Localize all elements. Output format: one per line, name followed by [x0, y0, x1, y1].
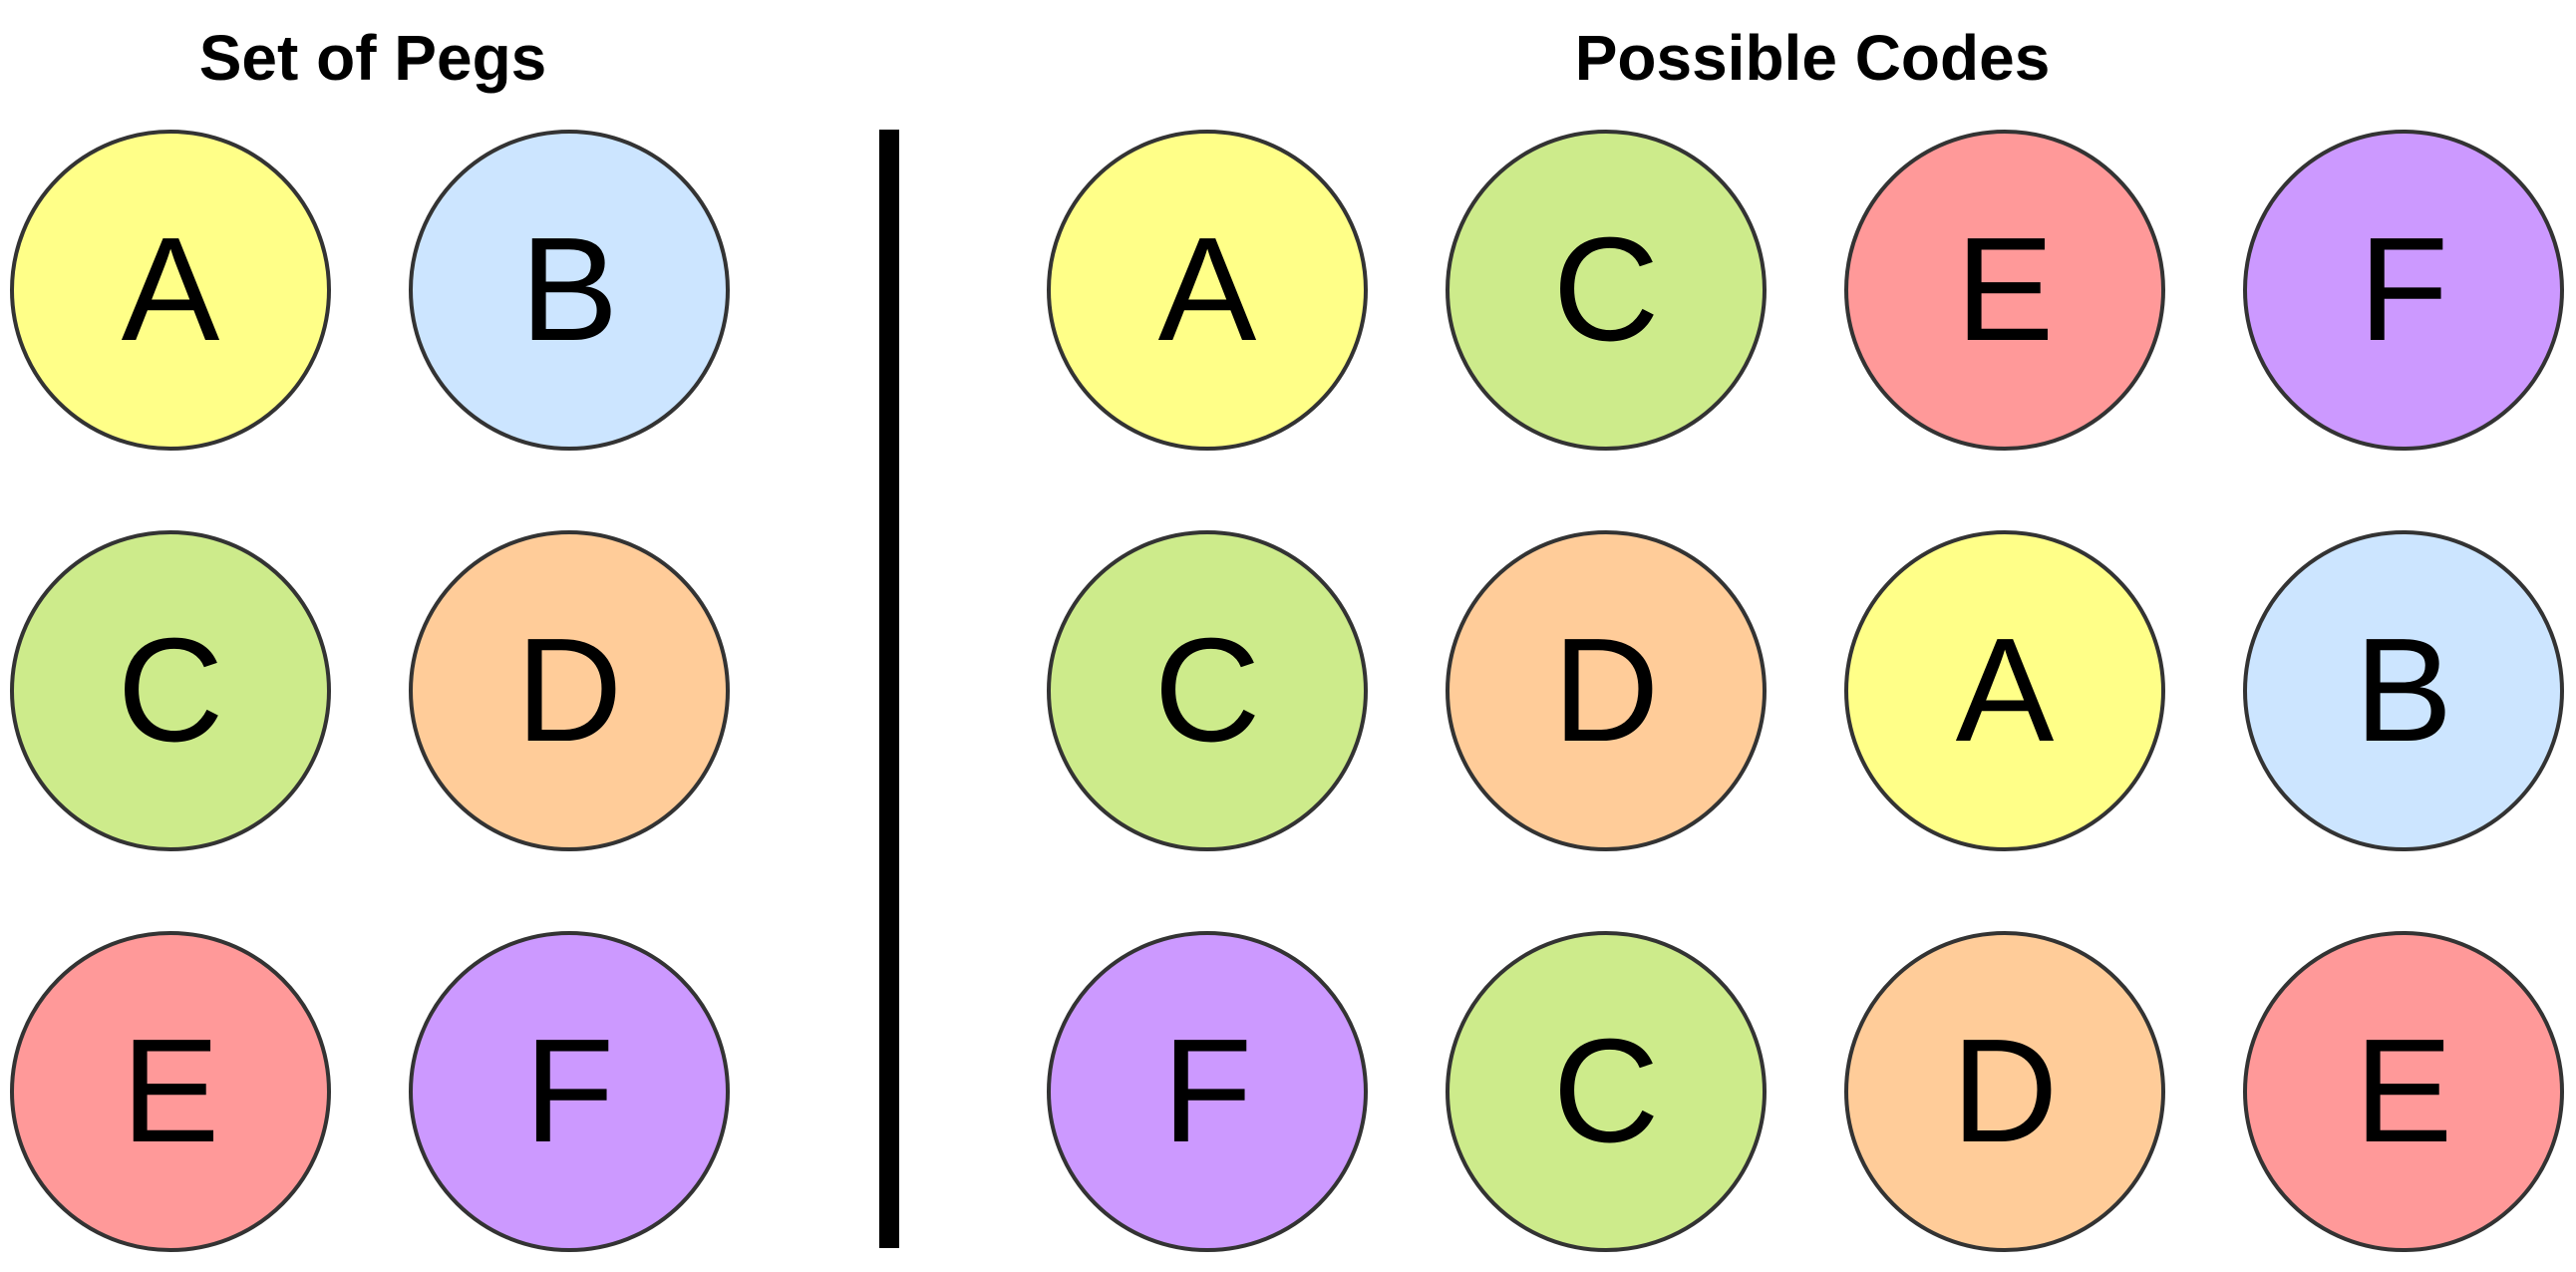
code-peg: F	[2243, 130, 2564, 451]
set-of-pegs-heading: Set of Pegs	[198, 22, 547, 94]
code-peg: B	[2243, 530, 2564, 851]
peg: C	[10, 530, 331, 851]
code-peg: E	[2243, 931, 2564, 1252]
code-peg: F	[1047, 931, 1368, 1252]
code-peg: A	[1844, 530, 2165, 851]
code-peg: E	[1844, 130, 2165, 451]
code-peg: C	[1047, 530, 1368, 851]
peg: D	[409, 530, 730, 851]
peg: E	[10, 931, 331, 1252]
divider-line	[879, 130, 899, 1248]
code-peg: A	[1047, 130, 1368, 451]
peg-set: A B C D E F	[10, 130, 730, 1252]
peg: B	[409, 130, 730, 451]
code-peg: C	[1446, 931, 1767, 1252]
code-peg: D	[1844, 931, 2165, 1252]
possible-codes-heading: Possible Codes	[1574, 22, 2051, 94]
possible-codes: A C E F C D A B F C D E	[1047, 130, 2564, 1252]
code-peg: D	[1446, 530, 1767, 851]
code-peg: C	[1446, 130, 1767, 451]
peg: A	[10, 130, 331, 451]
peg: F	[409, 931, 730, 1252]
